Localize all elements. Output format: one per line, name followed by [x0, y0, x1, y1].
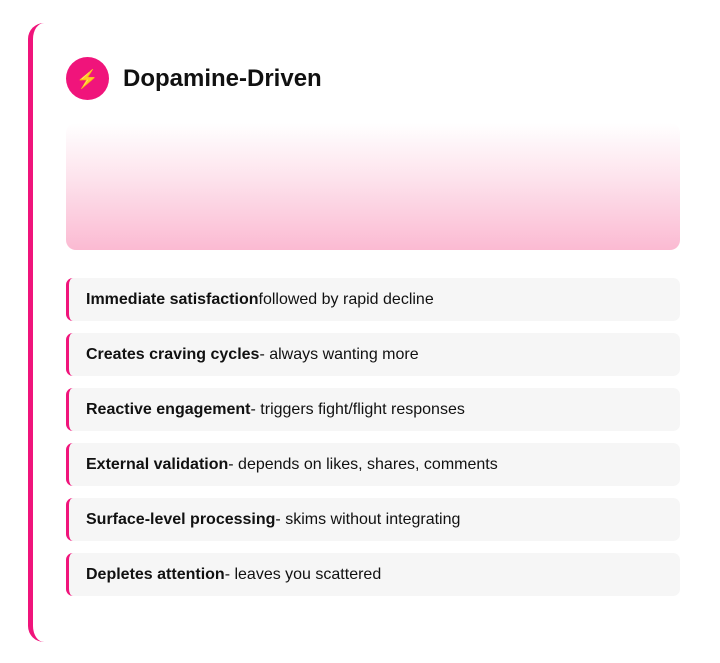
item-description: - always wanting more [259, 345, 419, 363]
list-item: Creates craving cycles - always wanting … [66, 333, 680, 376]
item-heading: Creates craving cycles [86, 345, 260, 363]
item-heading: External validation [86, 455, 229, 473]
item-description: followed by rapid decline [258, 290, 434, 308]
item-heading: Reactive engagement [86, 400, 251, 418]
item-description: - leaves you scattered [224, 565, 382, 583]
item-heading: Surface-level processing [86, 510, 276, 528]
item-heading: Immediate satisfaction [86, 290, 259, 308]
card-header: ⚡ Dopamine-Driven [66, 57, 322, 100]
list-item: Depletes attention - leaves you scattere… [66, 553, 680, 596]
item-description: - triggers fight/flight responses [250, 400, 465, 418]
dopamine-card: ⚡ Dopamine-Driven Immediate satisfaction… [28, 23, 720, 642]
lightning-bolt-icon: ⚡ [66, 57, 109, 100]
list-item: Reactive engagement - triggers fight/fli… [66, 388, 680, 431]
card-title: Dopamine-Driven [123, 64, 322, 92]
item-description: - depends on likes, shares, comments [228, 455, 498, 473]
item-heading: Depletes attention [86, 565, 225, 583]
list-item: External validation - depends on likes, … [66, 443, 680, 486]
list-item: Immediate satisfaction followed by rapid… [66, 278, 680, 321]
item-description: - skims without integrating [275, 510, 461, 528]
list-item: Surface-level processing - skims without… [66, 498, 680, 541]
gradient-banner [66, 123, 680, 250]
traits-list: Immediate satisfaction followed by rapid… [66, 278, 680, 608]
